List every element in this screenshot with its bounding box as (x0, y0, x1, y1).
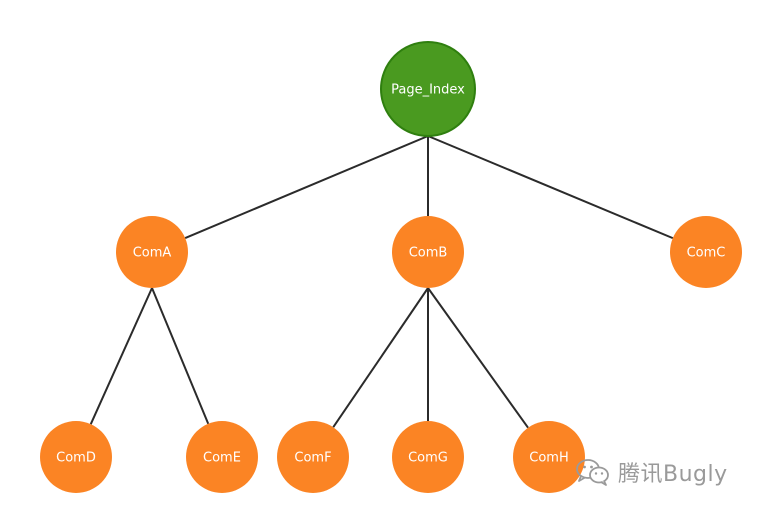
node-circle-comc (670, 216, 742, 288)
node-circle-come (186, 421, 258, 493)
node-comf: ComF (277, 421, 349, 493)
node-label-comg: ComG (408, 451, 448, 466)
node-circle-coma (116, 216, 188, 288)
node-label-page_index: Page_Index (391, 83, 465, 98)
watermark-text: 腾讯Bugly (618, 462, 728, 487)
node-coma: ComA (116, 216, 188, 288)
tree-edges (89, 135, 674, 429)
node-comc: ComC (670, 216, 742, 288)
node-label-comf: ComF (294, 451, 331, 466)
node-circle-page_index (380, 41, 476, 137)
node-circle-comf (277, 421, 349, 493)
node-circle-comd (40, 421, 112, 493)
edge-coma-comd (89, 287, 153, 425)
node-circle-comb (392, 216, 464, 288)
node-comb: ComB (392, 216, 464, 288)
node-label-come: ComE (203, 451, 241, 466)
node-come: ComE (186, 421, 258, 493)
watermark: 腾讯Bugly (574, 456, 728, 488)
node-page_index: Page_Index (380, 41, 476, 137)
node-comg: ComG (392, 421, 464, 493)
node-comd: ComD (40, 421, 112, 493)
edge-coma-come (151, 287, 210, 425)
edge-comb-comh (427, 287, 529, 429)
node-label-comc: ComC (687, 246, 726, 261)
node-label-coma: ComA (133, 246, 172, 261)
node-circle-comg (392, 421, 464, 493)
wechat-icon (576, 459, 609, 486)
edge-page_index-coma (184, 135, 429, 239)
edge-comb-comf (332, 287, 429, 428)
node-label-comb: ComB (409, 246, 448, 261)
node-label-comd: ComD (56, 451, 96, 466)
node-circle-comh (513, 421, 585, 493)
edge-page_index-comc (427, 135, 674, 240)
node-label-comh: ComH (529, 451, 568, 466)
node-comh: ComH (513, 421, 585, 493)
